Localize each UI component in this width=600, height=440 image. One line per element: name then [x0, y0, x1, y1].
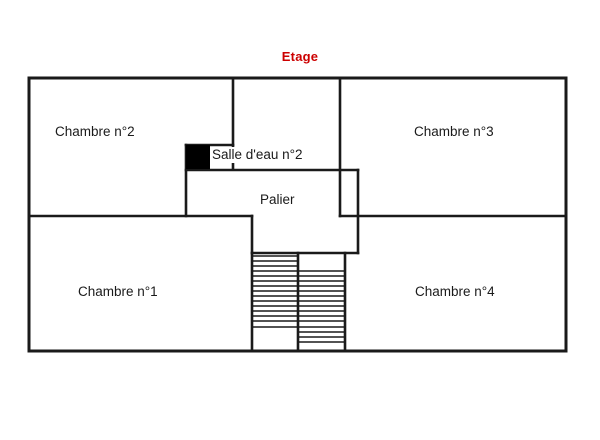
room-label-chambre-2: Chambre n°2 [55, 124, 135, 139]
room-label-salle-eau-2: Salle d'eau n°2 [211, 147, 304, 163]
page-title: Etage [281, 49, 319, 64]
room-label-palier: Palier [260, 192, 295, 207]
filled-wall-block [186, 145, 210, 169]
room-label-chambre-1: Chambre n°1 [78, 284, 158, 299]
room-label-chambre-4: Chambre n°4 [415, 284, 495, 299]
room-label-chambre-3: Chambre n°3 [414, 124, 494, 139]
